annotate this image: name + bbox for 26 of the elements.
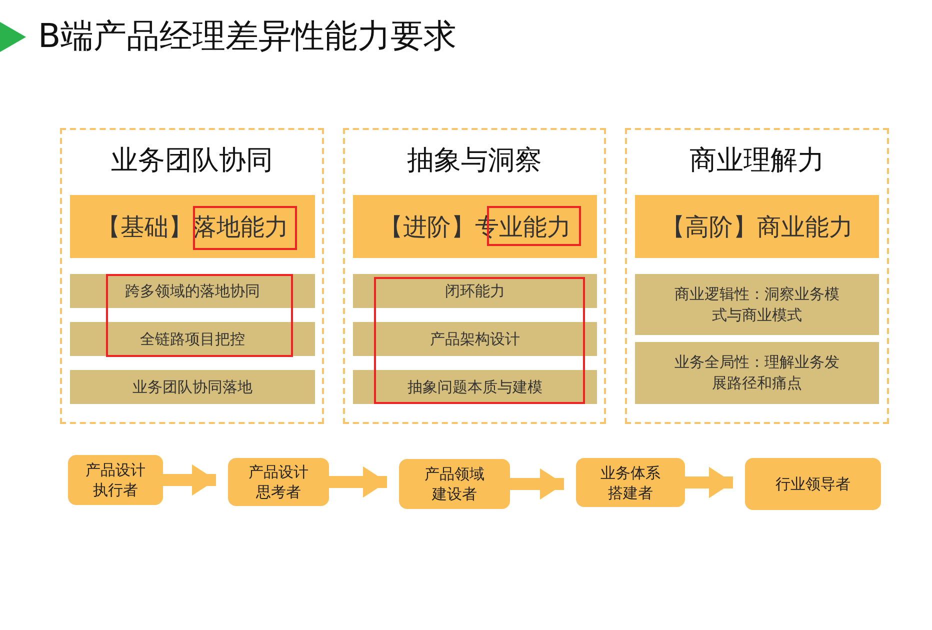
column-heading: 业务团队协同: [110, 144, 274, 178]
ability-bar: 业务全局性：理解业务发展路径和痛点: [635, 342, 879, 404]
level-banner: 【高阶】商业能力: [635, 195, 879, 258]
ability-bar: 业务团队协同落地: [70, 370, 315, 404]
column-heading: 抽象与洞察: [406, 144, 543, 178]
ability-bar: 抽象问题本质与建模: [353, 370, 597, 404]
title: B端产品经理差异性能力要求: [38, 15, 457, 57]
column-panel: [343, 128, 606, 424]
arrow: [329, 466, 387, 498]
arrow: [163, 464, 216, 496]
column-panel: [60, 128, 324, 424]
level-banner: 【基础】落地能力: [70, 195, 315, 258]
ability-bar: 产品架构设计: [353, 322, 597, 356]
stage-box: 产品设计思考者: [228, 458, 329, 506]
arrow: [510, 468, 564, 500]
column-panel: [625, 128, 889, 424]
column-heading: 商业理解力: [688, 144, 826, 178]
arrow: [685, 466, 733, 498]
stage-box: 业务体系搭建者: [576, 458, 685, 507]
ability-bar: 全链路项目把控: [70, 322, 315, 356]
ability-bar: 跨多领域的落地协同: [70, 274, 315, 308]
stage-box: 产品领域建设者: [399, 459, 510, 509]
ability-bar: 商业逻辑性：洞察业务模式与商业模式: [635, 274, 879, 335]
stage-box: 产品设计执行者: [68, 455, 163, 505]
stage-box: 行业领导者: [745, 458, 881, 510]
ability-bar: 闭环能力: [353, 274, 597, 308]
